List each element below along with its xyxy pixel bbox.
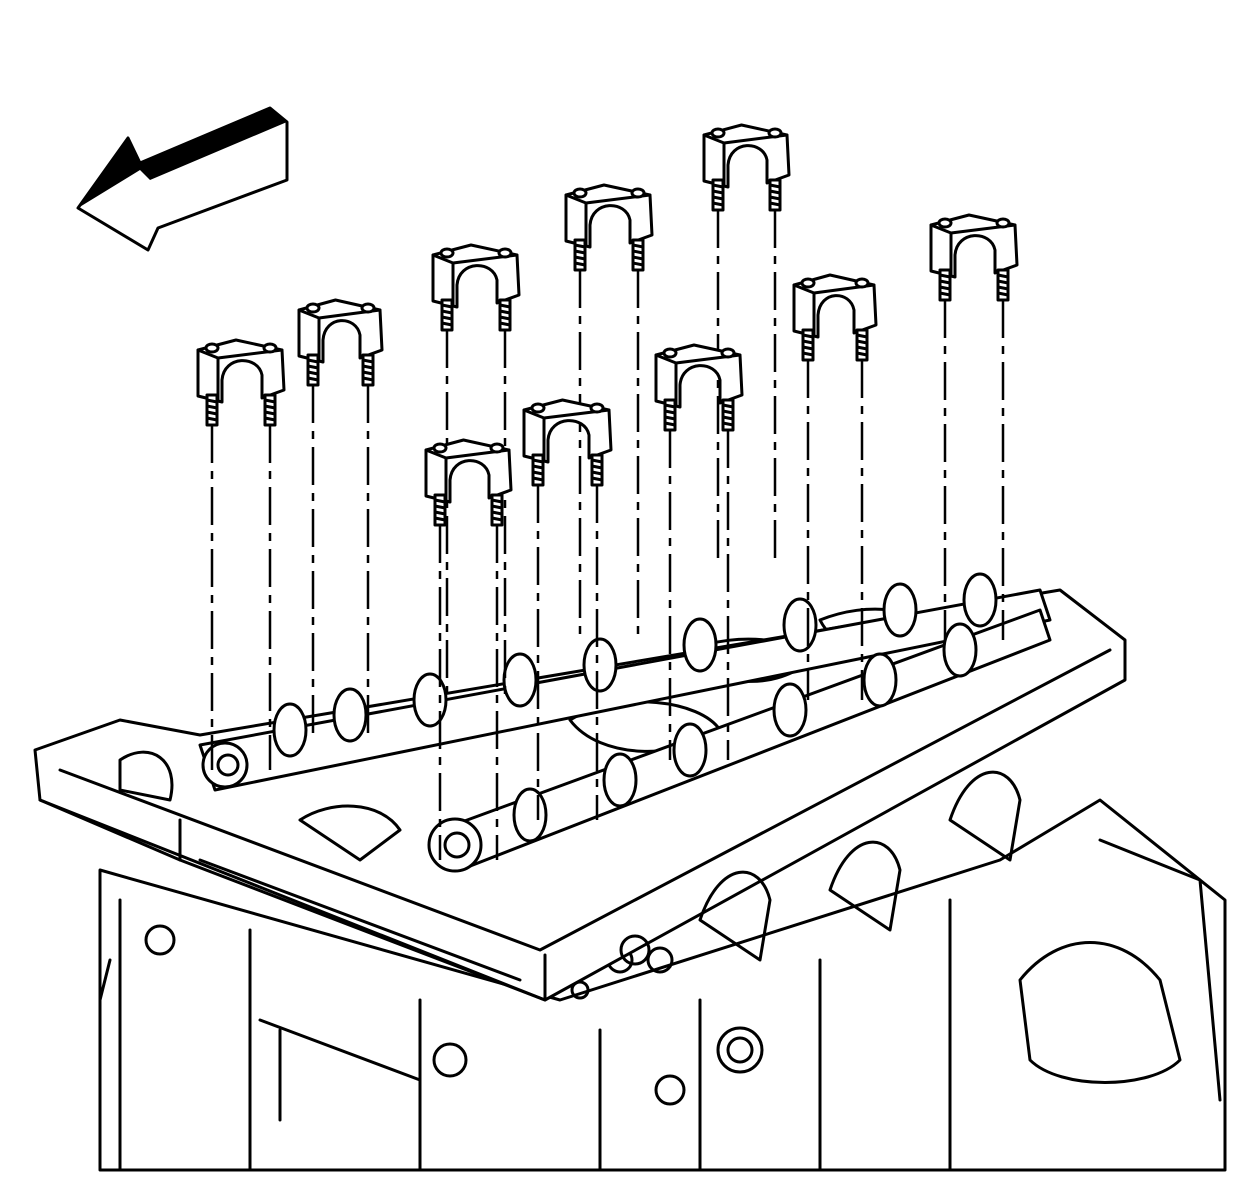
- cap-bolt-icon: [360, 302, 376, 387]
- cam-lobe: [582, 637, 618, 693]
- cap-bolt-icon: [710, 127, 726, 212]
- cap-bolt-icon: [497, 247, 513, 332]
- camshaft-intake: [198, 588, 1052, 792]
- cam-lobe: [512, 787, 548, 843]
- cap-bolt-icon: [995, 217, 1011, 302]
- cap-bolt-icon: [572, 187, 588, 272]
- bearing-cap: [792, 273, 878, 700]
- bearing-cap: [196, 338, 286, 770]
- cam-lobe: [862, 652, 898, 708]
- cam-lobe: [882, 582, 918, 638]
- bearing-cap: [522, 398, 613, 820]
- cap-bolt-icon: [589, 402, 605, 487]
- cam-lobe: [772, 682, 808, 738]
- cam-lobe: [412, 672, 448, 728]
- cap-bolt-icon: [489, 442, 505, 527]
- cam-lobe: [962, 572, 998, 628]
- cap-bolt-icon: [720, 347, 736, 432]
- cap-bolt-icon: [630, 187, 646, 272]
- cap-bolt-icon: [937, 217, 953, 302]
- engine-block: [98, 798, 1227, 1172]
- bearing-cap: [654, 343, 744, 760]
- cam-lobe: [942, 622, 978, 678]
- cam-lobe: [672, 722, 708, 778]
- bearing-cap: [702, 123, 791, 560]
- cam-lobe: [272, 702, 308, 758]
- cam-lobe: [332, 687, 368, 743]
- bearing-cap: [431, 243, 521, 700]
- cap-bolt-icon: [662, 347, 678, 432]
- bearing-cap: [297, 298, 384, 740]
- cam-lobe: [682, 617, 718, 673]
- cap-bolt-icon: [262, 342, 278, 427]
- cap-bolt-icon: [767, 127, 783, 212]
- cam-lobe: [602, 752, 638, 808]
- cap-bolt-icon: [439, 247, 455, 332]
- bearing-cap: [929, 213, 1019, 640]
- bearing-cap: [424, 438, 513, 860]
- cap-bolt-icon: [432, 442, 448, 527]
- cam-lobe: [502, 652, 538, 708]
- bearing-cap: [564, 183, 654, 640]
- cap-bolt-icon: [800, 277, 816, 362]
- cap-bolt-icon: [204, 342, 220, 427]
- cap-bolt-icon: [854, 277, 870, 362]
- cap-bolt-icon: [530, 402, 546, 487]
- camshaft-exhaust: [427, 608, 1052, 873]
- cap-bolt-icon: [305, 302, 321, 387]
- cam-lobe: [782, 597, 818, 653]
- direction-arrow-icon: [76, 106, 289, 252]
